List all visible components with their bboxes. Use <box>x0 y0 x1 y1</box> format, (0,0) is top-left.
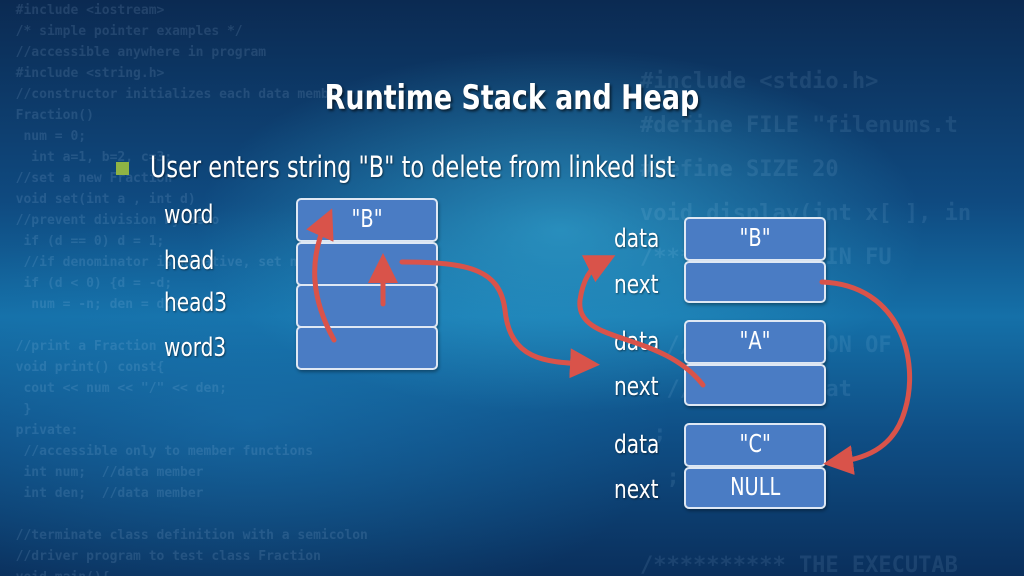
node3-next-label: next <box>614 475 659 505</box>
stack-cell-word3 <box>296 326 438 370</box>
node1-data-label: data <box>614 224 660 254</box>
node3-data-label: data <box>614 430 660 460</box>
node2-data-cell: "A" <box>684 320 826 364</box>
arrow-node2-next-to-node1 <box>577 255 706 388</box>
stack-label-head: head <box>164 246 215 276</box>
node1-next-cell <box>684 261 826 303</box>
arrow-word3-to-word <box>306 208 337 343</box>
bullet-text: User enters string "B" to delete from li… <box>150 150 676 184</box>
arrow-head-to-node2 <box>399 259 600 379</box>
slide-title: Runtime Stack and Heap <box>324 78 700 118</box>
node3-next-cell: NULL <box>684 467 826 509</box>
stack-label-word3: word3 <box>164 333 227 363</box>
node1-next-label: next <box>614 270 659 300</box>
node2-next-cell <box>684 364 826 406</box>
node2-next-label: next <box>614 372 659 402</box>
stack-label-word: word <box>164 200 214 230</box>
node3-data-cell: "C" <box>684 423 826 467</box>
arrow-node1-next-to-node3 <box>819 279 913 476</box>
bullet-marker <box>116 162 129 175</box>
stack-label-head3: head3 <box>164 288 228 318</box>
node1-data-cell: "B" <box>684 217 826 261</box>
